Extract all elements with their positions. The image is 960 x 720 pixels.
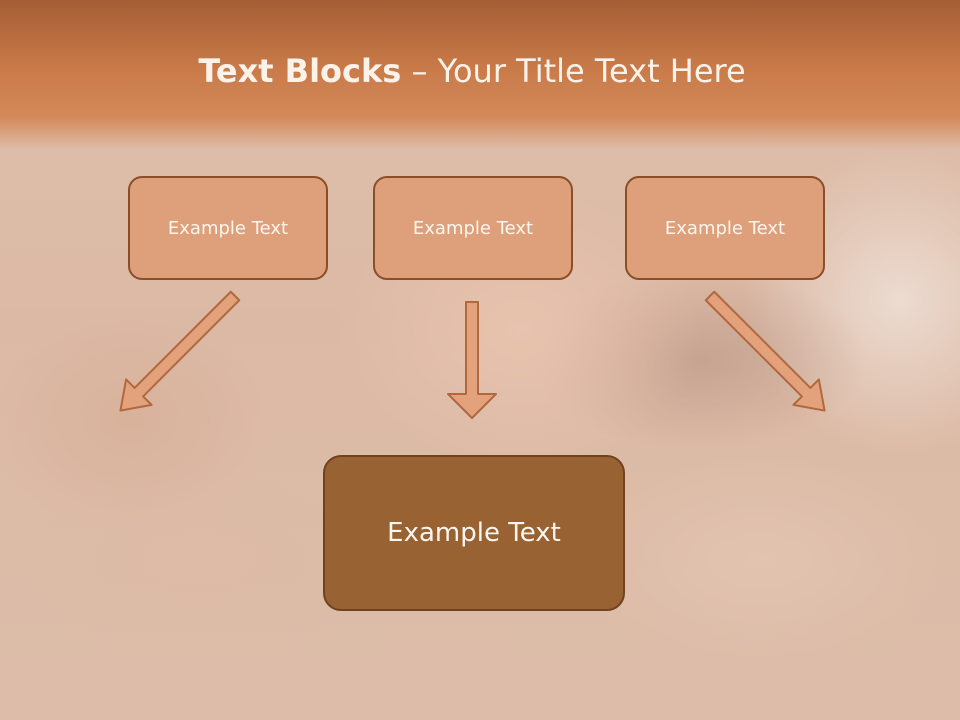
arrow-right-diagonal — [704, 290, 826, 412]
text-box-top-right[interactable]: Example Text — [625, 176, 825, 280]
title-bold-part: Text Blocks — [198, 52, 402, 90]
text-box-top-left-label: Example Text — [167, 217, 289, 239]
title-dash: – — [401, 52, 438, 90]
slide-title: Text Blocks – Your Title Text Here — [0, 52, 944, 90]
title-rest-part: Your Title Text Here — [437, 52, 746, 90]
text-box-bottom-center-label: Example Text — [387, 518, 561, 548]
text-box-top-right-label: Example Text — [664, 217, 786, 239]
title-band — [0, 0, 960, 150]
arrow-left-diagonal — [119, 290, 241, 412]
text-box-bottom-center[interactable]: Example Text — [323, 455, 625, 611]
text-box-top-center[interactable]: Example Text — [373, 176, 573, 280]
arrow-center-down — [447, 301, 497, 419]
text-box-top-center-label: Example Text — [412, 217, 534, 239]
text-box-top-left[interactable]: Example Text — [128, 176, 328, 280]
